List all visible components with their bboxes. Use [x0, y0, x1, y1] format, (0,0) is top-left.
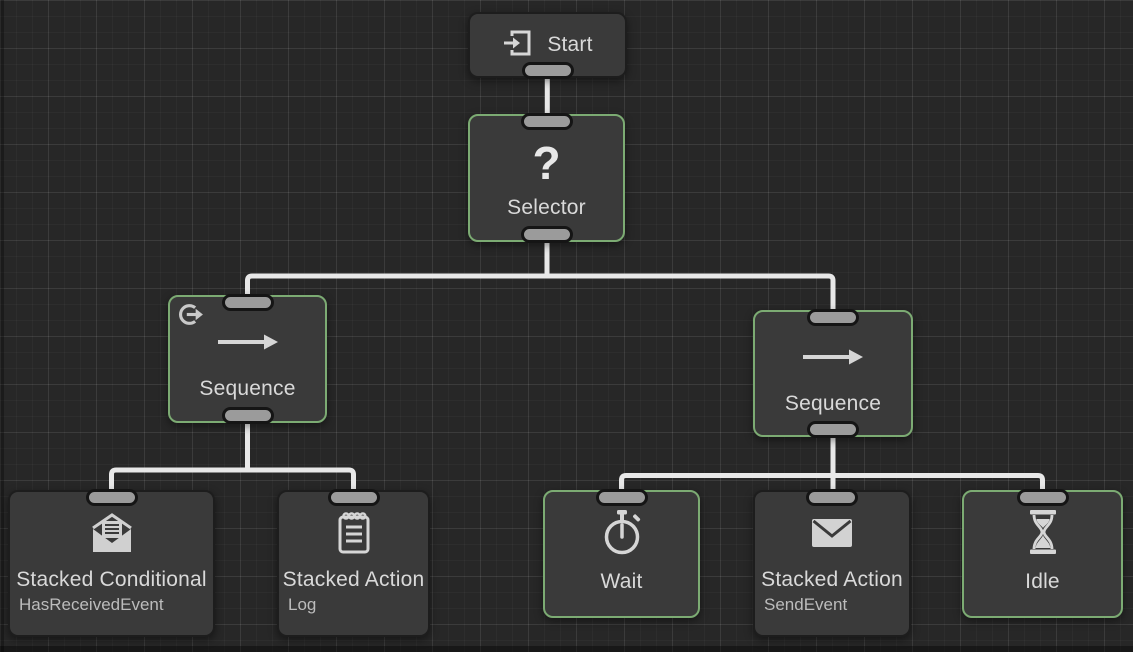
- node-subtitle: SendEvent: [764, 595, 848, 614]
- input-port[interactable]: [595, 489, 648, 506]
- node-sequence-right[interactable]: Sequence: [753, 309, 913, 438]
- canvas-left-edge: [0, 0, 4, 652]
- node-selector[interactable]: ? Selector: [468, 113, 625, 243]
- stopwatch-icon: [600, 506, 644, 563]
- node-title: Selector: [507, 196, 586, 219]
- node-start[interactable]: Start: [468, 12, 627, 79]
- input-port[interactable]: [806, 489, 858, 506]
- input-port[interactable]: [807, 309, 859, 326]
- edge-selector-branch[interactable]: [245, 238, 836, 314]
- node-title: Stacked Action: [761, 568, 903, 591]
- mail-closed-icon: [810, 516, 854, 555]
- node-title: Stacked Action: [282, 568, 425, 591]
- node-title: Stacked Conditional: [16, 568, 207, 591]
- notepad-icon: [334, 510, 374, 561]
- input-port[interactable]: [221, 294, 274, 311]
- arrow-right-icon: [801, 347, 865, 372]
- arrow-right-icon: [216, 332, 280, 357]
- node-subtitle: Log: [288, 595, 317, 614]
- input-port[interactable]: [85, 489, 138, 506]
- enter-icon: [502, 27, 534, 64]
- output-port[interactable]: [521, 62, 574, 79]
- edge-sequence-left-branch[interactable]: [109, 419, 356, 493]
- node-stacked-action-send[interactable]: Stacked Action SendEvent: [753, 489, 911, 637]
- node-title: Sequence: [199, 377, 296, 400]
- repeat-icon: [177, 302, 207, 332]
- input-port[interactable]: [520, 113, 573, 130]
- node-subtitle: HasReceivedEvent: [19, 595, 164, 614]
- node-stacked-action-log[interactable]: Stacked Action Log: [277, 489, 430, 637]
- question-mark-icon: ?: [532, 137, 561, 189]
- canvas-bottom-edge: [0, 646, 1133, 652]
- hourglass-icon: [1025, 507, 1061, 562]
- input-port[interactable]: [327, 489, 380, 506]
- input-port[interactable]: [1016, 489, 1069, 506]
- node-title: Sequence: [784, 392, 882, 415]
- node-title: Start: [547, 33, 593, 56]
- node-title: Idle: [1025, 570, 1060, 593]
- output-port[interactable]: [807, 421, 859, 438]
- output-port[interactable]: [520, 226, 573, 243]
- node-sequence-left[interactable]: Sequence: [168, 294, 327, 424]
- mail-open-icon: [89, 512, 135, 559]
- node-idle[interactable]: Idle: [962, 489, 1123, 618]
- node-stacked-conditional[interactable]: Stacked Conditional HasReceivedEvent: [8, 489, 215, 637]
- output-port[interactable]: [221, 407, 274, 424]
- node-title: Wait: [600, 570, 643, 593]
- node-wait[interactable]: Wait: [543, 489, 700, 618]
- edge-sequence-right-branch[interactable]: [619, 433, 1045, 493]
